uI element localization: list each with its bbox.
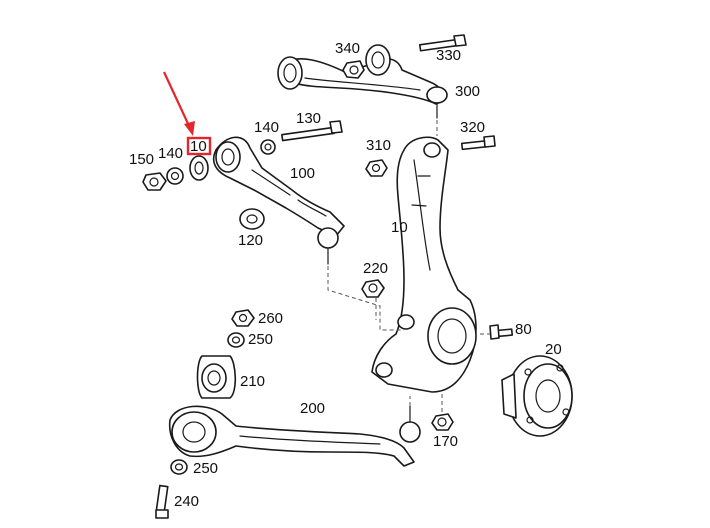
label-260: 260 xyxy=(258,310,284,327)
bushing-120 xyxy=(239,208,265,230)
arrow-head-icon xyxy=(184,121,195,136)
bolt-80 xyxy=(489,324,514,340)
highlight-box xyxy=(186,136,212,156)
label-220: 220 xyxy=(363,260,389,277)
label-240: 240 xyxy=(174,493,200,510)
label-200: 200 xyxy=(300,400,326,417)
label-100: 100 xyxy=(290,165,316,182)
label-330: 330 xyxy=(436,47,462,64)
label-120: 120 xyxy=(238,232,264,249)
steering-knuckle xyxy=(371,136,477,393)
lower-rear-arm xyxy=(168,405,421,467)
nut-150 xyxy=(142,172,167,191)
bolt-130 xyxy=(281,120,343,142)
assembly-lines xyxy=(327,120,490,412)
nut-260 xyxy=(231,309,255,327)
label-140-right: 140 xyxy=(254,119,280,136)
nut-220 xyxy=(361,279,385,298)
bolt-240 xyxy=(155,484,169,519)
label-310: 310 xyxy=(366,137,392,154)
label-320: 320 xyxy=(460,119,486,136)
washer-140-left xyxy=(166,167,184,185)
label-250-upper: 250 xyxy=(248,331,274,348)
wheel-hub xyxy=(501,355,573,437)
upper-control-arm xyxy=(277,44,448,119)
label-170: 170 xyxy=(433,433,459,450)
nut-170 xyxy=(431,413,454,431)
washer-140-right xyxy=(260,139,276,155)
nut-340 xyxy=(342,60,365,79)
bolt-320 xyxy=(460,135,496,151)
washer-250-lower xyxy=(170,459,188,475)
label-210: 210 xyxy=(240,373,266,390)
bushing-210 xyxy=(196,355,237,399)
lower-front-arm xyxy=(212,136,345,265)
label-340: 340 xyxy=(335,40,361,57)
nut-310 xyxy=(365,159,388,177)
label-300: 300 xyxy=(455,83,481,100)
label-10: 10 xyxy=(391,219,408,236)
bolt-330 xyxy=(418,34,467,52)
highlight-annotation xyxy=(163,71,212,156)
highlight-box-label: 10 xyxy=(190,138,207,155)
label-130: 130 xyxy=(296,110,322,127)
washer-250-upper xyxy=(227,332,245,348)
bushing-10 xyxy=(189,155,209,181)
label-150: 150 xyxy=(129,151,155,168)
label-250-lower: 250 xyxy=(193,460,219,477)
label-140-left: 140 xyxy=(158,145,184,162)
label-80: 80 xyxy=(515,321,532,338)
label-20: 20 xyxy=(545,341,562,358)
